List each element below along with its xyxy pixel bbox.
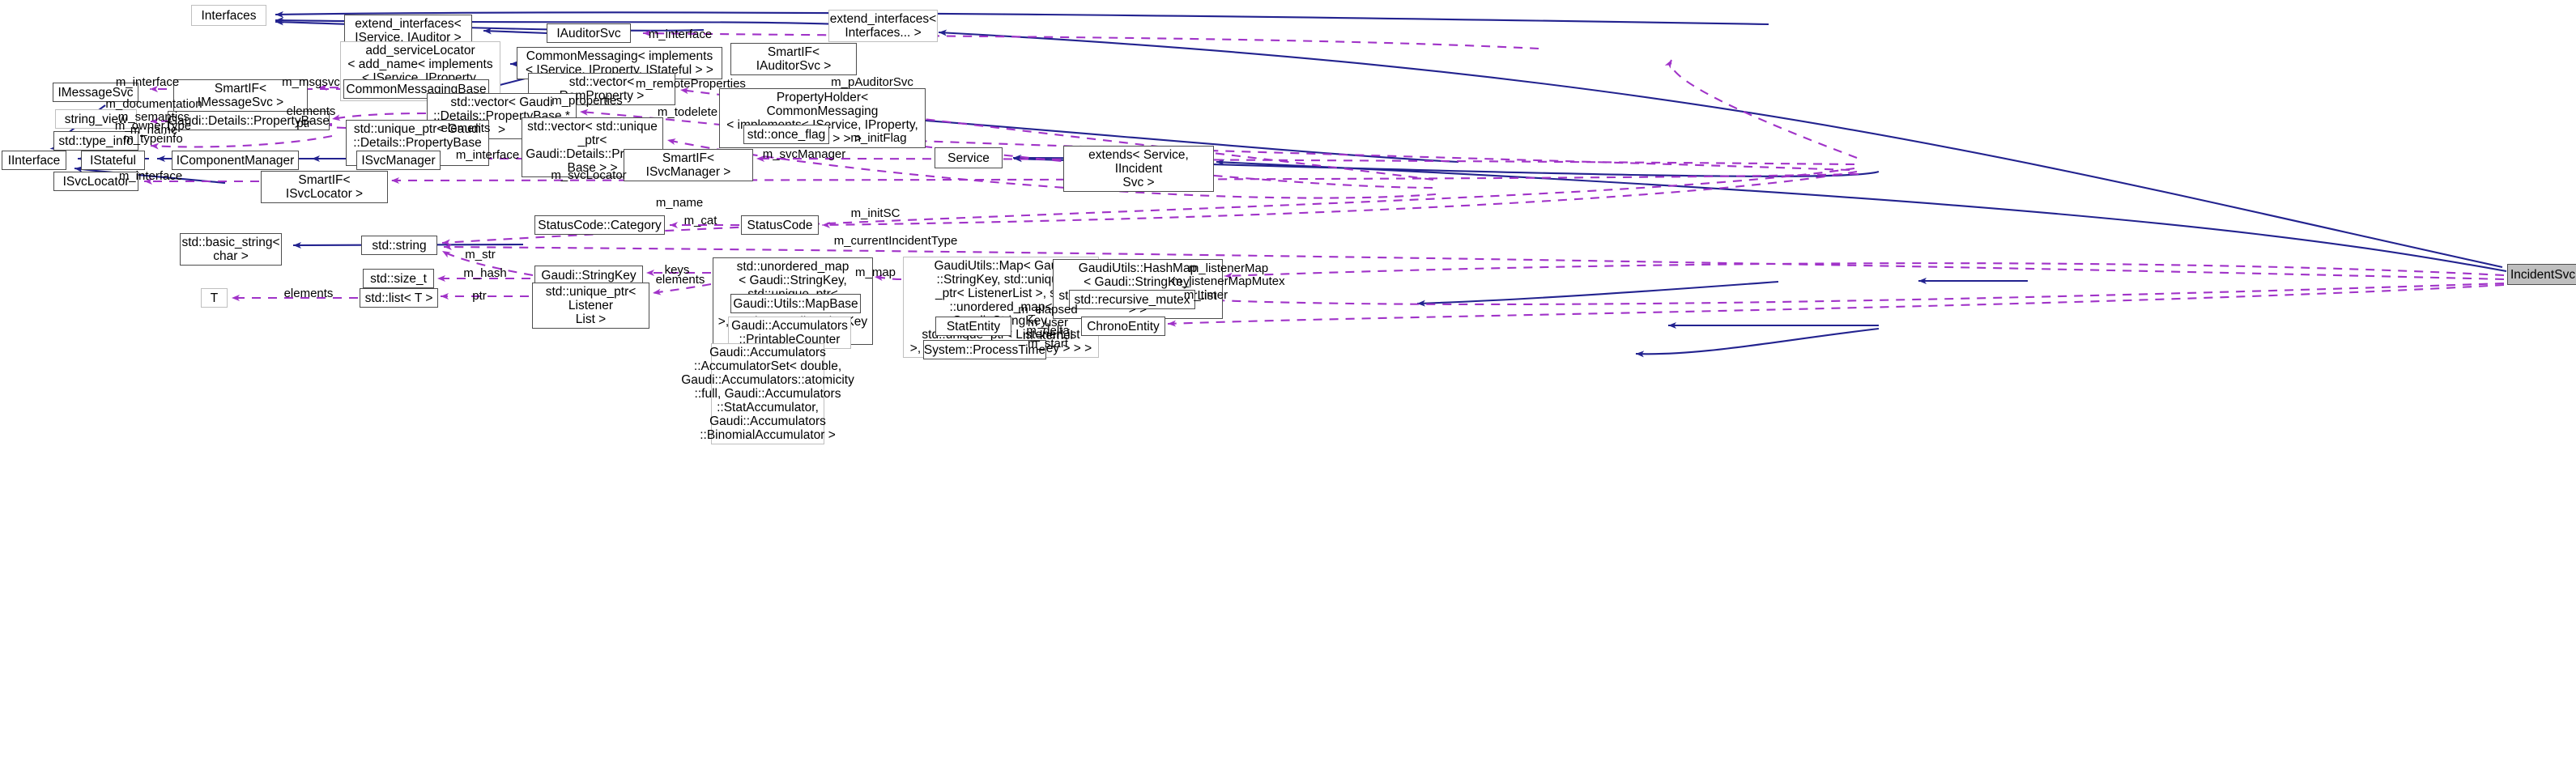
class-node-std_size_t[interactable]: std::size_t (363, 269, 434, 288)
class-node-isvcmanager[interactable]: ISvcManager (356, 151, 441, 170)
class-node-std_once_flag[interactable]: std::once_flag (743, 125, 829, 144)
class-node-isvclocator[interactable]: ISvcLocator (53, 172, 138, 191)
class-node-gaudiutils_hashmap[interactable]: GaudiUtils::HashMap < Gaudi::StringKey, … (1053, 259, 1223, 319)
edge-label-m_svcManager: m_svcManager (762, 147, 846, 161)
class-node-uniq_listenerlist[interactable]: std::unique_ptr< Listener List > (532, 283, 649, 329)
class-node-chronoentity[interactable]: ChronoEntity (1081, 317, 1165, 336)
class-node-smartif_imessagesvc[interactable]: SmartIF< IMessageSvc > (173, 79, 308, 112)
edge-label-m_currentIncidentType: m_currentIncidentType (833, 234, 958, 248)
class-node-gaudi_propertybase[interactable]: Gaudi::Details::PropertyBase (168, 111, 330, 130)
class-node-smartif_isvcmanager[interactable]: SmartIF< ISvcManager > (624, 149, 753, 181)
class-node-service[interactable]: Service (935, 147, 1003, 168)
class-node-gaudiutils_mapbase[interactable]: Gaudi::Utils::MapBase (730, 294, 861, 313)
class-node-system_processtime[interactable]: System::ProcessTime (923, 340, 1046, 359)
class-node-imessagesvc[interactable]: IMessageSvc (53, 83, 138, 102)
class-node-statentity[interactable]: StatEntity (935, 317, 1011, 336)
class-node-std_string[interactable]: std::string (361, 236, 437, 255)
edge-label-ptr_2: ptr (472, 289, 487, 303)
class-node-std_list_t[interactable]: std::list< T > (360, 288, 438, 308)
class-node-interfaces[interactable]: Interfaces (191, 5, 266, 26)
class-node-string_view[interactable]: string_view (55, 109, 137, 129)
class-node-statuscode_category[interactable]: StatusCode::Category (534, 215, 665, 235)
class-node-std_type_info[interactable]: std::type_info (53, 131, 138, 151)
class-node-gaudi_stringkey[interactable]: Gaudi::StringKey (534, 266, 643, 285)
class-node-extend_if_interfaces[interactable]: extend_interfaces< Interfaces... > (828, 10, 938, 42)
class-node-extends_service[interactable]: extends< Service, IIncident Svc > (1063, 146, 1214, 192)
class-node-icomponentmanager[interactable]: IComponentManager (172, 151, 299, 170)
class-node-accumulatorset[interactable]: Gaudi::Accumulators ::AccumulatorSet< do… (681, 343, 854, 444)
edge-label-m_interface_2: m_interface (648, 28, 713, 41)
class-node-smartif_isvclocator[interactable]: SmartIF< ISvcLocator > (261, 171, 388, 203)
class-node-recursive_mutex[interactable]: std::recursive_mutex (1069, 290, 1195, 309)
class-node-iinterface[interactable]: IInterface (2, 151, 66, 170)
class-node-iauditorsvc[interactable]: IAuditorSvc (547, 23, 631, 43)
edge-label-m_hash: m_hash (463, 266, 507, 280)
edge-label-m_name: m_name (655, 196, 704, 210)
class-node-istateful[interactable]: IStateful (81, 151, 145, 170)
class-node-statuscode[interactable]: StatusCode (741, 215, 819, 235)
class-node-smartif_iauditorsvc[interactable]: SmartIF< IAuditorSvc > (730, 43, 857, 75)
class-node-basic_string_char[interactable]: std::basic_string< char > (180, 233, 282, 266)
edge-label-elements_3: elements (655, 273, 705, 287)
edge-label-m_initSC: m_initSC (850, 206, 901, 220)
class-node-incidentsvc[interactable]: IncidentSvc (2507, 264, 2576, 285)
edge-label-keys: keys (664, 263, 690, 277)
edge-label-elements_4: elements (283, 287, 334, 300)
edge-label-m_pAuditorSvc: m_pAuditorSvc (831, 75, 913, 89)
edge-label-m_cat: m_cat (683, 214, 717, 227)
edge-label-m_str: m_str (465, 248, 496, 261)
class-node-vec_remproperty[interactable]: std::vector< RemProperty > (528, 73, 675, 105)
class-node-t_node[interactable]: T (201, 288, 228, 308)
class-node-commonmessagingbase[interactable]: CommonMessagingBase (343, 79, 489, 99)
